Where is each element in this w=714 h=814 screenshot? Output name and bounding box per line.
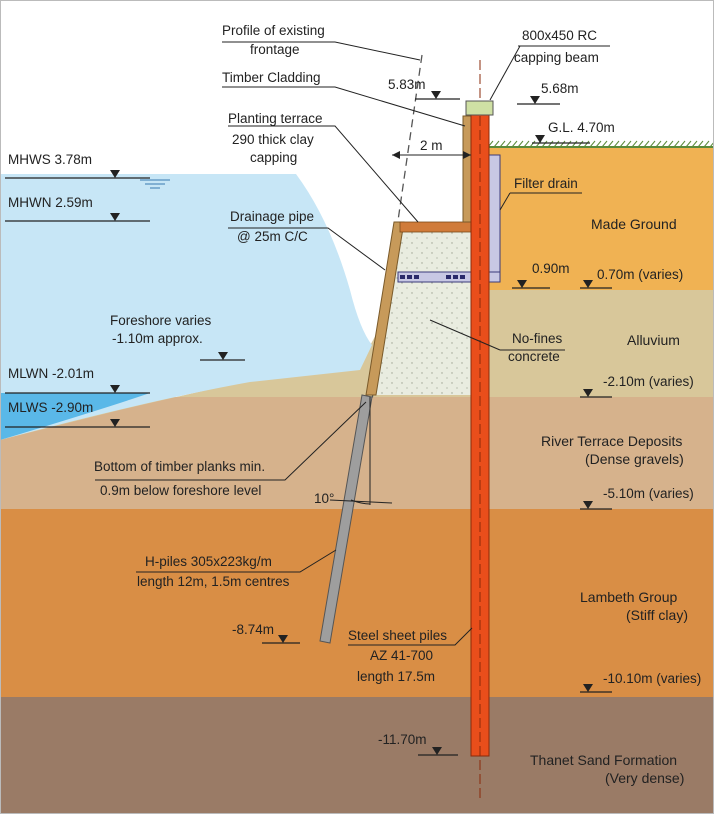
h-pile — [319, 394, 373, 644]
stratum-lambeth-2: (Stiff clay) — [626, 607, 688, 623]
hatch-tick — [643, 140, 650, 148]
label-level-090: 0.90m — [532, 261, 570, 276]
label-foreshore-1: Foreshore varies — [110, 313, 212, 328]
label-level-070: 0.70m (varies) — [597, 267, 683, 282]
hatch-tick — [685, 140, 692, 148]
hatch-tick — [613, 140, 620, 148]
label-gl: G.L. 4.70m — [548, 120, 615, 135]
stratum-lambeth-1: Lambeth Group — [580, 589, 677, 605]
hatch-tick — [505, 140, 512, 148]
label-nofines-1: No-fines — [512, 331, 563, 346]
hatch-tick — [577, 140, 584, 148]
leader-lines — [95, 41, 610, 646]
label-angle: 10° — [314, 491, 334, 506]
label-sheet-2: AZ 41-700 — [370, 648, 433, 663]
hatch-tick — [631, 140, 638, 148]
label-timber-cladding: Timber Cladding — [222, 70, 321, 85]
hatch-tick — [661, 140, 668, 148]
water-surface-icon — [140, 179, 170, 189]
label-mlwn: MLWN -2.01m — [8, 366, 94, 381]
hatch-tick — [649, 140, 656, 148]
hatch-tick — [547, 140, 554, 148]
label-filter-drain: Filter drain — [514, 176, 578, 191]
hatch-tick — [517, 140, 524, 148]
label-level-583: 5.83m — [388, 77, 426, 92]
river-water — [0, 174, 372, 440]
hatch-tick — [625, 140, 632, 148]
hatch-tick — [493, 140, 500, 148]
filter-drain — [487, 154, 501, 278]
hatch-tick — [583, 140, 590, 148]
label-level-m510: -5.10m (varies) — [603, 486, 694, 501]
label-profile-existing-1: Profile of existing — [222, 23, 325, 38]
label-mlws: MLWS -2.90m — [8, 400, 93, 415]
label-drainage-1: Drainage pipe — [230, 209, 314, 224]
hatch-tick — [619, 140, 626, 148]
level-lines — [5, 98, 612, 756]
label-planting-2: 290 thick clay — [232, 132, 314, 147]
hatch-tick — [523, 140, 530, 148]
label-capping-beam-2: capping beam — [514, 50, 599, 65]
label-level-m1170: -11.70m — [378, 732, 427, 747]
hatch-tick — [709, 141, 714, 148]
hatch-tick — [667, 140, 674, 148]
hatch-tick — [559, 140, 566, 148]
hatch-tick — [511, 140, 518, 148]
hatch-tick — [637, 140, 644, 148]
hatch-tick — [529, 140, 536, 148]
hatch-tick — [553, 140, 560, 148]
hatch-tick — [601, 140, 608, 148]
stratum-made-ground: Made Ground — [591, 216, 677, 232]
stratum-thanet-1: Thanet Sand Formation — [530, 752, 677, 768]
label-planting-1: Planting terrace — [228, 111, 323, 126]
hatch-tick — [679, 140, 686, 148]
hatch-tick — [589, 140, 596, 148]
stratum-thanet-2: (Very dense) — [605, 770, 684, 786]
hatch-tick — [691, 140, 698, 148]
hatch-tick — [595, 140, 602, 148]
thanet-sand-layer — [0, 697, 714, 814]
planting-terrace — [399, 221, 473, 233]
hatch-tick — [655, 140, 662, 148]
label-profile-existing-2: frontage — [250, 42, 300, 57]
hatch-tick — [697, 140, 704, 148]
label-nofines-2: concrete — [508, 349, 560, 364]
hatch-tick — [673, 140, 680, 148]
hatch-tick — [571, 140, 578, 148]
drainage-pipe — [400, 275, 465, 279]
hatch-tick — [703, 140, 710, 148]
label-dim-2m: 2 m — [420, 138, 443, 153]
made-ground-layer — [478, 148, 714, 290]
label-drainage-2: @ 25m C/C — [237, 229, 308, 244]
hatch-tick — [607, 140, 614, 148]
label-sheet-3: length 17.5m — [357, 669, 435, 684]
label-hpiles-1: H-piles 305x223kg/m — [145, 554, 272, 569]
stratum-river-1: River Terrace Deposits — [541, 433, 682, 449]
level-marker-icon — [110, 91, 593, 755]
label-foreshore-2: -1.10m approx. — [112, 331, 203, 346]
label-level-m1010: -10.10m (varies) — [603, 671, 701, 686]
label-planting-3: capping — [250, 150, 297, 165]
label-bottom-planks-1: Bottom of timber planks min. — [94, 459, 265, 474]
label-sheet-1: Steel sheet piles — [348, 628, 447, 643]
label-level-m210: -2.10m (varies) — [603, 374, 694, 389]
label-bottom-planks-2: 0.9m below foreshore level — [100, 483, 261, 498]
lambeth-group-layer — [0, 509, 714, 697]
hatch-tick — [499, 140, 506, 148]
label-level-m874: -8.74m — [232, 622, 274, 637]
hatch-tick — [541, 140, 548, 148]
label-hpiles-2: length 12m, 1.5m centres — [137, 574, 290, 589]
label-mhws: MHWS 3.78m — [8, 152, 92, 167]
hatch-tick — [565, 140, 572, 148]
capping-beam — [465, 100, 494, 116]
label-mhwn: MHWN 2.59m — [8, 195, 93, 210]
river-water-deep — [0, 393, 150, 440]
label-capping-beam-1: 800x450 RC — [522, 28, 597, 43]
stratum-alluvium: Alluvium — [627, 332, 680, 348]
label-level-568: 5.68m — [541, 81, 579, 96]
stratum-river-2: (Dense gravels) — [585, 451, 684, 467]
